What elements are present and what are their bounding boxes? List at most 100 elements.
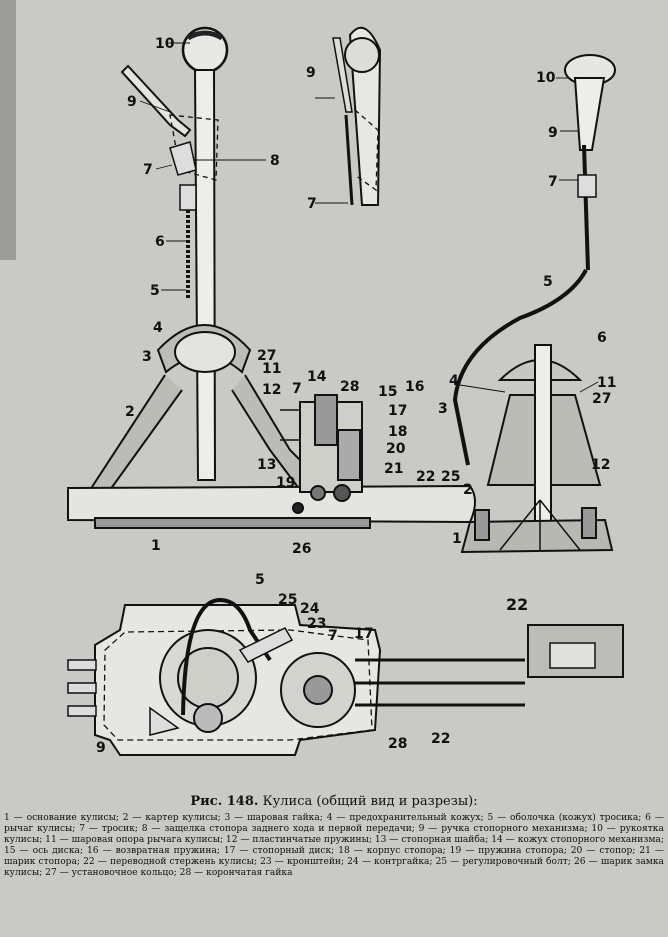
legend-item: 19 — пружина стопора; xyxy=(449,846,571,856)
legend-item-number: 12 xyxy=(225,835,238,845)
legend-item-number: 5 xyxy=(487,813,494,823)
legend-item: 6 — рычаг кулисы; xyxy=(4,813,664,834)
side-callout-22: 22 xyxy=(506,595,529,614)
side-callout-10: 10 xyxy=(536,70,556,86)
legend-item-number: 3 xyxy=(224,813,231,823)
legend-item-number: 17 xyxy=(223,846,236,856)
legend-item-text: переводной стержень кулисы xyxy=(109,857,254,867)
side-callout-6: 6 xyxy=(597,330,607,346)
legend-item-text: шаровая опора рычага кулисы xyxy=(71,835,220,845)
legend-item-number: 2 xyxy=(122,813,129,823)
legend-item: 10 — рукоятка кулисы; xyxy=(4,824,664,845)
callout-17: 17 xyxy=(388,403,408,419)
plan-callout-7: 7 xyxy=(328,628,338,644)
legend-item-number: 21 xyxy=(639,846,651,856)
legend-item-text: рукоятка кулисы xyxy=(4,824,664,845)
legend-item-text: пластинчатые пружины xyxy=(252,835,369,845)
callout-7: 7 xyxy=(143,162,153,178)
legend-item-number: 10 xyxy=(591,824,603,834)
legend-item-number: 13 xyxy=(374,835,387,845)
side-callout-12: 12 xyxy=(591,457,611,473)
figure-title: Кулиса (общий вид и разрезы): xyxy=(262,794,478,809)
plan-callout-5: 5 xyxy=(255,572,265,588)
plan-callout-28: 28 xyxy=(388,736,408,752)
legend-item: 16 — возвратная пружина; xyxy=(86,846,224,856)
legend-item-number: 18 xyxy=(338,846,350,856)
legend-item-number: 23 xyxy=(260,857,272,867)
legend-item: 21 — шарик стопора; xyxy=(4,846,664,867)
legend-item-number: 20 xyxy=(570,846,583,856)
legend-item-text: основание кулисы xyxy=(26,813,116,823)
legend-item-number: 4 xyxy=(326,813,333,823)
callout-8: 8 xyxy=(270,153,280,169)
side-view xyxy=(452,54,616,554)
side-callout-5: 5 xyxy=(543,274,553,290)
base-plate xyxy=(67,484,476,524)
side-callout-1: 1 xyxy=(452,531,462,547)
plan-callout-22: 22 xyxy=(431,731,451,747)
legend-item-number: 27 xyxy=(45,868,57,878)
callout-22: 22 xyxy=(416,469,436,485)
lever-shaft xyxy=(193,69,217,481)
side-callout-11: 11 xyxy=(597,375,617,391)
legend: 1 — основание кулисы; 2 — картер кулисы;… xyxy=(4,813,664,879)
legend-item: 26 — шарик замка кулисы; xyxy=(4,857,664,878)
callout-20: 20 xyxy=(386,441,406,457)
legend-item: 13 — стопорная шайба; xyxy=(374,835,492,845)
legend-item-text: ось диска xyxy=(32,846,80,856)
legend-item: 5 — оболочка (кожух) тросика; xyxy=(487,813,646,823)
detail-callout-7: 7 xyxy=(307,196,317,212)
plan-callout-25: 25 xyxy=(278,592,298,608)
side-callout-9: 9 xyxy=(548,125,558,141)
legend-item-text: возвратная пружина xyxy=(115,846,217,856)
side-callout-7: 7 xyxy=(548,174,558,190)
legend-item: 4 — предохранительный кожух; xyxy=(326,813,488,823)
plan-callout-23: 23 xyxy=(307,616,327,632)
legend-item: 27 — установочное кольцо; xyxy=(45,868,180,878)
detail-view xyxy=(332,26,382,206)
legend-item: 25 — регулировочный болт; xyxy=(435,857,574,867)
legend-item: 23 — кронштейн; xyxy=(260,857,348,867)
legend-item-text: установочное кольцо xyxy=(71,868,174,878)
legend-item-text: стопорный диск xyxy=(252,846,332,856)
legend-item: 7 — тросик; xyxy=(79,824,142,834)
legend-item: 8 — защелка стопора заднего хода и перво… xyxy=(141,824,419,834)
plan-callout-17: 17 xyxy=(354,626,374,642)
main-view xyxy=(67,26,476,529)
legend-item-text: шаровая гайка xyxy=(247,813,320,823)
detail-callout-9: 9 xyxy=(306,65,316,81)
callout-3: 3 xyxy=(142,349,152,365)
legend-item: 18 — корпус стопора; xyxy=(338,846,450,856)
callout-18: 18 xyxy=(388,424,408,440)
legend-item-text: защелка стопора заднего хода и первой пе… xyxy=(164,824,412,834)
legend-item-number: 15 xyxy=(4,846,16,856)
legend-item: 17 — стопорный диск; xyxy=(223,846,339,856)
callout-19: 19 xyxy=(276,475,296,491)
legend-item-text: картер кулисы xyxy=(145,813,218,823)
figure-caption: Рис. 148. Кулиса (общий вид и разрезы): … xyxy=(4,794,664,879)
legend-item-number: 25 xyxy=(435,857,448,867)
legend-item: 12 — пластинчатые пружины; xyxy=(225,835,375,845)
side-callout-2: 2 xyxy=(463,482,473,498)
callout-28: 28 xyxy=(340,379,360,395)
legend-item: 9 — ручка стопорного механизма; xyxy=(418,824,592,834)
callout-26: 26 xyxy=(292,541,312,557)
side-callout-27: 27 xyxy=(592,391,612,407)
legend-item-text: оболочка (кожух) тросика xyxy=(510,813,639,823)
callout-12: 12 xyxy=(262,382,282,398)
callout-14: 14 xyxy=(307,369,327,385)
legend-item-text: предохранительный кожух xyxy=(349,813,481,823)
legend-item: 22 — переводной стержень кулисы; xyxy=(83,857,261,867)
legend-item-number: 24 xyxy=(347,857,359,867)
legend-item-text: ручка стопорного механизма xyxy=(441,824,585,834)
legend-item: 20 — стопор; xyxy=(570,846,640,856)
legend-item-text: шарик замка кулисы xyxy=(4,857,664,878)
callout-5: 5 xyxy=(150,283,160,299)
callout-4: 4 xyxy=(153,320,163,336)
legend-item: 3 — шаровая гайка; xyxy=(224,813,327,823)
caption-title: Рис. 148. Кулиса (общий вид и разрезы): xyxy=(4,794,664,809)
legend-item-number: 6 xyxy=(645,813,651,823)
plan-callout-9: 9 xyxy=(96,740,106,756)
plan-callout-24: 24 xyxy=(300,601,320,617)
